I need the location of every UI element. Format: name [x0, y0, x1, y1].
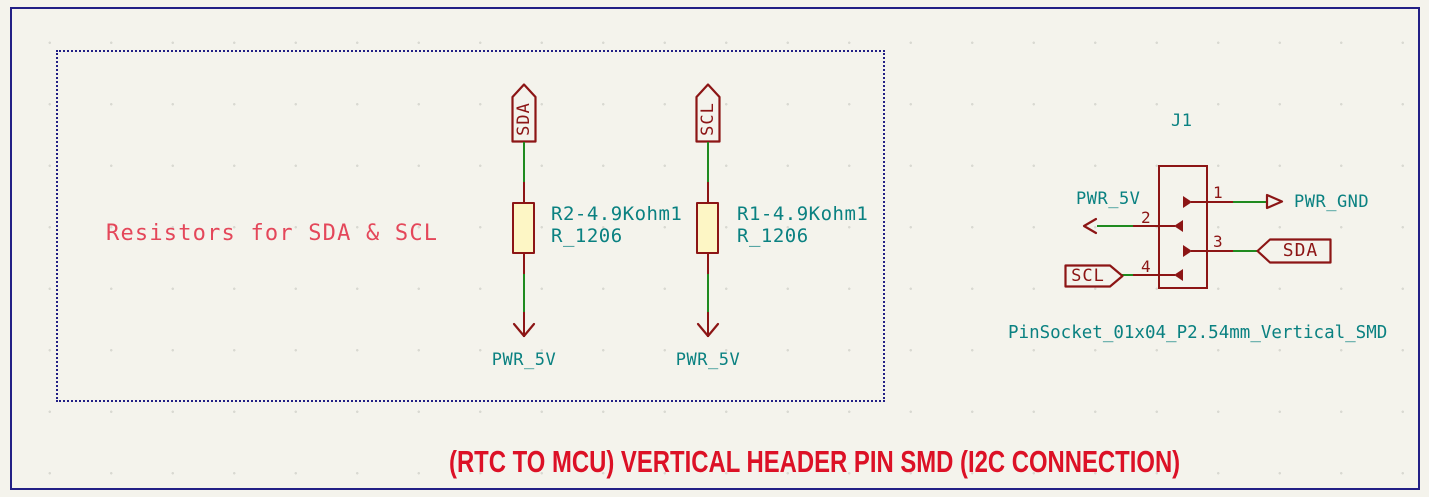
resistor-body-r1[interactable] — [696, 202, 719, 254]
wire-sda-to-r2[interactable] — [523, 142, 525, 182]
global-label-sda-top[interactable]: SDA — [511, 83, 537, 143]
pin4-socket-marker-icon — [1174, 269, 1183, 281]
sheet-title[interactable]: (RTC TO MCU) VERTICAL HEADER PIN SMD (I2… — [449, 444, 1181, 479]
r2-power-stem — [523, 312, 525, 337]
r2-power-net-label[interactable]: PWR_5V — [491, 350, 557, 370]
pin3-number: 3 — [1213, 232, 1223, 251]
power-arrow-down-icon — [696, 322, 720, 338]
global-label-scl-j1-text: SCL — [1071, 265, 1105, 286]
pin4-number: 4 — [1141, 257, 1151, 276]
global-label-sda-j1[interactable]: SDA — [1256, 238, 1332, 264]
j1-footprint[interactable]: PinSocket_01x04_P2.54mm_Vertical_SMD — [1008, 323, 1388, 343]
wire-pin3-sda[interactable] — [1233, 250, 1257, 252]
r1-power-stem — [707, 312, 709, 337]
r1-power-net-label[interactable]: PWR_5V — [675, 350, 741, 370]
connector-body-j1[interactable] — [1158, 165, 1208, 289]
wire-pin1-gnd[interactable] — [1233, 201, 1267, 203]
j1-pin1[interactable] — [1191, 201, 1233, 203]
global-label-sda-j1-text: SDA — [1282, 240, 1319, 261]
pin1-number: 1 — [1213, 183, 1223, 202]
resistor-body-r2[interactable] — [512, 202, 535, 254]
wire-scl-to-r1[interactable] — [707, 142, 709, 182]
j1-pin2[interactable] — [1133, 225, 1175, 227]
global-label-scl-j1[interactable]: SCL — [1064, 264, 1124, 288]
pin2-number: 2 — [1141, 208, 1151, 227]
wire-pin2-5v[interactable] — [1097, 225, 1133, 227]
r2-footprint[interactable]: R_1206 — [551, 225, 623, 247]
r2-pin-top[interactable] — [523, 182, 525, 203]
sheet-border-frame — [10, 7, 1420, 490]
group-outline[interactable] — [56, 50, 885, 402]
pin1-socket-marker-icon — [1183, 196, 1192, 208]
pin3-socket-marker-icon — [1183, 245, 1192, 257]
power-arrow-down-icon — [512, 322, 536, 338]
pin2-socket-marker-icon — [1174, 220, 1183, 232]
wire-r2-to-power[interactable] — [523, 274, 525, 312]
r1-footprint[interactable]: R_1206 — [737, 225, 809, 247]
global-label-scl-top[interactable]: SCL — [695, 83, 721, 143]
global-label-sda-top-text: SDA — [513, 102, 534, 136]
pin1-net-label[interactable]: PWR_GND — [1294, 192, 1370, 212]
wire-pin4-scl[interactable] — [1122, 274, 1133, 276]
r2-ref-value[interactable]: R2-4.9Kohm1 — [551, 203, 683, 225]
power-arrow-left-icon[interactable] — [1082, 217, 1098, 235]
j1-pin3[interactable] — [1191, 250, 1233, 252]
global-label-scl-top-text: SCL — [697, 102, 718, 136]
j1-pin4[interactable] — [1133, 274, 1175, 276]
r1-pin-bottom[interactable] — [707, 253, 709, 274]
group-note[interactable]: Resistors for SDA & SCL — [106, 221, 439, 246]
j1-reference[interactable]: J1 — [1171, 111, 1193, 131]
wire-r1-to-power[interactable] — [707, 274, 709, 312]
r1-pin-top[interactable] — [707, 182, 709, 203]
power-gnd-symbol-icon[interactable] — [1265, 193, 1284, 210]
r1-ref-value[interactable]: R1-4.9Kohm1 — [737, 203, 869, 225]
pin2-net-label[interactable]: PWR_5V — [1076, 189, 1141, 209]
r2-pin-bottom[interactable] — [523, 253, 525, 274]
